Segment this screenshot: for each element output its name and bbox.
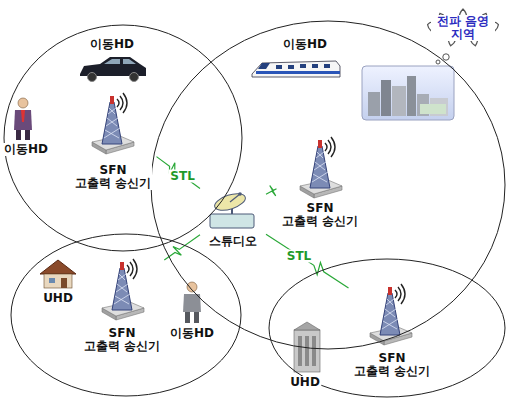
service-label: UHD: [289, 376, 321, 389]
coverage-outline: [150, 20, 506, 350]
text-line: SFN: [75, 164, 151, 177]
service-label: 이동HD: [3, 143, 49, 156]
studio-dish: [210, 190, 254, 228]
callout-cloud: 전파 음영 지역: [420, 3, 506, 53]
coverage-outline: [269, 259, 505, 397]
service-label: 이동HD: [282, 38, 328, 51]
text-line: SFN: [84, 327, 160, 340]
node-label: 스튜디오: [208, 235, 258, 248]
node-label: SFN 고출력 송신기: [281, 202, 359, 228]
node-label: SFN 고출력 송신기: [353, 352, 431, 378]
coverage-area: UHD 이동HD SFN 고출력 송신기: [10, 233, 242, 397]
text-line: 고출력 송신기: [75, 177, 151, 190]
service-label: 이동HD: [89, 38, 135, 51]
coverage-outline: [11, 234, 241, 396]
train: [252, 61, 340, 77]
label-slot: UHD: [42, 292, 74, 305]
stl-link: [266, 234, 349, 288]
cloud-outline: [428, 9, 499, 46]
text-line: 고출력 송신기: [282, 215, 358, 228]
thought-bubbles: [436, 54, 449, 64]
node-label: SFN 고출력 송신기: [74, 164, 152, 190]
coverage-outline: [3, 24, 243, 252]
label-slot: 이동HD: [282, 38, 328, 51]
text-line: SFN: [282, 202, 358, 215]
stl-link: [157, 157, 201, 189]
text-line: 고출력 송신기: [84, 340, 160, 353]
label-slot: 이동HD: [3, 143, 49, 156]
transmitter-node: SFN 고출력 송신기: [277, 138, 364, 230]
transmitter-node: SFN 고출력 송신기: [79, 260, 166, 355]
city-picture: [362, 66, 454, 120]
service-label: UHD: [42, 292, 74, 305]
studio-node: 스튜디오: [200, 188, 266, 250]
link-label: STL: [285, 249, 313, 262]
tower-icon: [300, 137, 342, 198]
coverage-outline: [10, 233, 242, 397]
coverage-outline: [151, 21, 505, 349]
transmitter-node: SFN 고출력 송신기: [70, 92, 157, 192]
text-line: 고출력 송신기: [354, 365, 430, 378]
tower-icon: [102, 259, 144, 320]
stl-link: [266, 186, 277, 196]
tower-icon: [370, 284, 412, 345]
house-icon: [40, 260, 76, 288]
label-slot: UHD: [289, 376, 321, 389]
person-icon: [14, 98, 32, 140]
label-slot: STL: [168, 169, 196, 182]
tower-icon: [92, 93, 134, 154]
transmitter-node: SFN 고출력 송신기: [349, 285, 436, 380]
coverage-area: UHD SFN 고출력 송신기: [268, 258, 506, 398]
coverage-outline: [4, 25, 242, 251]
person-icon: [183, 282, 201, 323]
label-slot: STL: [285, 249, 313, 262]
service-label: 이동HD: [169, 327, 215, 340]
callout-text: 전파 음영 지역: [431, 15, 495, 41]
car: [80, 57, 146, 82]
label-slot: 이동HD: [89, 38, 135, 51]
link-label: STL: [168, 169, 196, 182]
stl-link: [164, 235, 200, 260]
coverage-area: 이동HD SFN 고출력 송신기스튜디오: [150, 20, 506, 350]
node-label: SFN 고출력 송신기: [83, 327, 161, 353]
coverage-area: 이동HD 이동HD SFN 고출력 송신기: [3, 24, 243, 252]
label-slot: 이동HD: [169, 327, 215, 340]
text-line: SFN: [354, 352, 430, 365]
